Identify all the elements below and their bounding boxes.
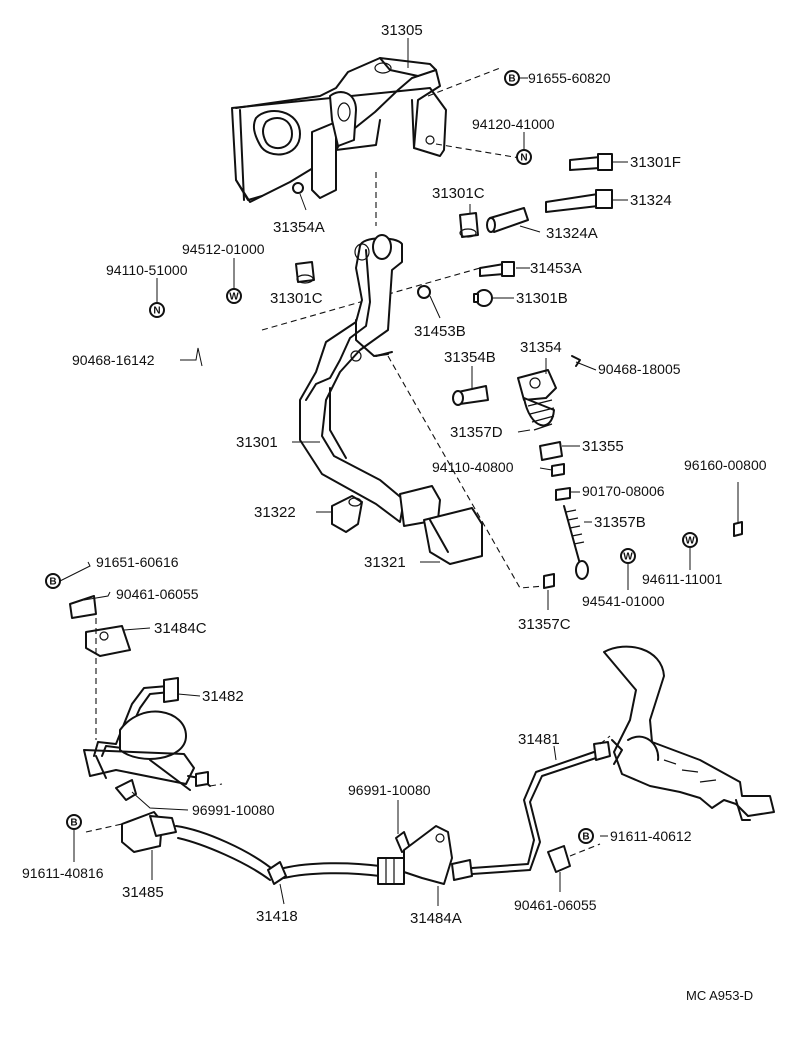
pedal-support-bracket-drawing (231, 57, 447, 203)
label-31418: 31418 (256, 908, 298, 925)
label-31484c: 31484C (154, 620, 207, 637)
label-31324a: 31324A (546, 225, 598, 242)
label-96160-00800: 96160-00800 (684, 457, 767, 473)
transmission-housing-drawing (603, 645, 775, 821)
nut-symbol-icon: N (516, 149, 532, 165)
label-31301b: 31301B (516, 290, 568, 307)
bolt-symbol-icon: B (578, 828, 594, 844)
label-90468-18005: 90468-18005 (598, 361, 681, 377)
label-31482: 31482 (202, 688, 244, 705)
label-96991-10080-left: 96991-10080 (192, 802, 275, 818)
fasteners-upper-drawing (295, 153, 613, 307)
bolt-symbol-icon: B (504, 70, 520, 86)
label-31357c: 31357C (518, 616, 571, 633)
label-31355: 31355 (582, 438, 624, 455)
label-31481: 31481 (518, 731, 560, 748)
label-91611-40816: 91611-40816 (22, 865, 104, 881)
washer-symbol-icon: W (682, 532, 698, 548)
label-31321: 31321 (364, 554, 406, 571)
diagram-reference-code: MC A953-D (686, 988, 753, 1003)
label-31357d: 31357D (450, 424, 503, 441)
nut-symbol-icon: N (149, 302, 165, 318)
label-31301: 31301 (236, 434, 278, 451)
label-31484a: 31484A (410, 910, 462, 927)
svg-text:W: W (685, 536, 695, 547)
svg-text:B: B (582, 832, 589, 843)
label-91655-60820: 91655-60820 (528, 70, 611, 86)
label-94512-01000: 94512-01000 (182, 241, 265, 257)
label-90461-06055-lower: 90461-06055 (514, 897, 597, 913)
fastener-symbols: B N W N W W B B (45, 70, 698, 844)
label-94120-41000: 94120-41000 (472, 116, 555, 132)
label-90461-06055-upper: 90461-06055 (116, 586, 199, 602)
label-31453b: 31453B (414, 323, 466, 340)
label-31485: 31485 (122, 884, 164, 901)
label-31357b: 31357B (594, 514, 646, 531)
svg-text:W: W (229, 292, 239, 303)
bolt-symbol-icon: B (45, 573, 61, 589)
washer-symbol-icon: W (226, 288, 242, 304)
clutch-pedal-arm-drawing (299, 234, 405, 523)
master-cylinder-brackets-drawing (69, 595, 223, 801)
label-31301c-upper: 31301C (432, 185, 485, 202)
label-31354b: 31354B (444, 349, 496, 366)
washer-symbol-icon: W (620, 548, 636, 564)
label-96991-10080-mid: 96991-10080 (348, 782, 431, 798)
label-94110-40800: 94110-40800 (432, 459, 514, 475)
svg-text:N: N (520, 153, 527, 164)
label-94611-11001: 94611-11001 (642, 571, 723, 587)
leader-lines (59, 38, 739, 906)
pedal-pad-and-stopper-drawing (331, 485, 483, 565)
part-labels: 31305 91655-60820 94120-41000 31301F 313… (22, 22, 767, 1003)
bolt-symbol-icon: B (66, 814, 82, 830)
svg-text:N: N (153, 306, 160, 317)
label-31354a: 31354A (273, 219, 325, 236)
svg-text:B: B (49, 577, 56, 588)
label-91611-40612: 91611-40612 (610, 828, 692, 844)
label-94541-01000: 94541-01000 (582, 593, 665, 609)
label-31305: 31305 (381, 22, 423, 39)
label-31324: 31324 (630, 192, 672, 209)
svg-text:W: W (623, 552, 633, 563)
collar-31354a-drawing (292, 182, 304, 194)
label-31354: 31354 (520, 339, 562, 356)
label-31453a: 31453A (530, 260, 582, 277)
pushrod-assembly-drawing (452, 355, 743, 589)
label-94110-51000: 94110-51000 (106, 262, 188, 278)
label-90170-08006: 90170-08006 (582, 483, 665, 499)
label-91651-60616: 91651-60616 (96, 554, 179, 570)
label-31322: 31322 (254, 504, 296, 521)
svg-text:B: B (70, 818, 77, 829)
svg-text:B: B (508, 74, 515, 85)
label-31301f: 31301F (630, 154, 681, 171)
label-90468-16142: 90468-16142 (72, 352, 155, 368)
label-31301c-lower: 31301C (270, 290, 323, 307)
clutch-line-assembly-drawing (85, 735, 611, 885)
